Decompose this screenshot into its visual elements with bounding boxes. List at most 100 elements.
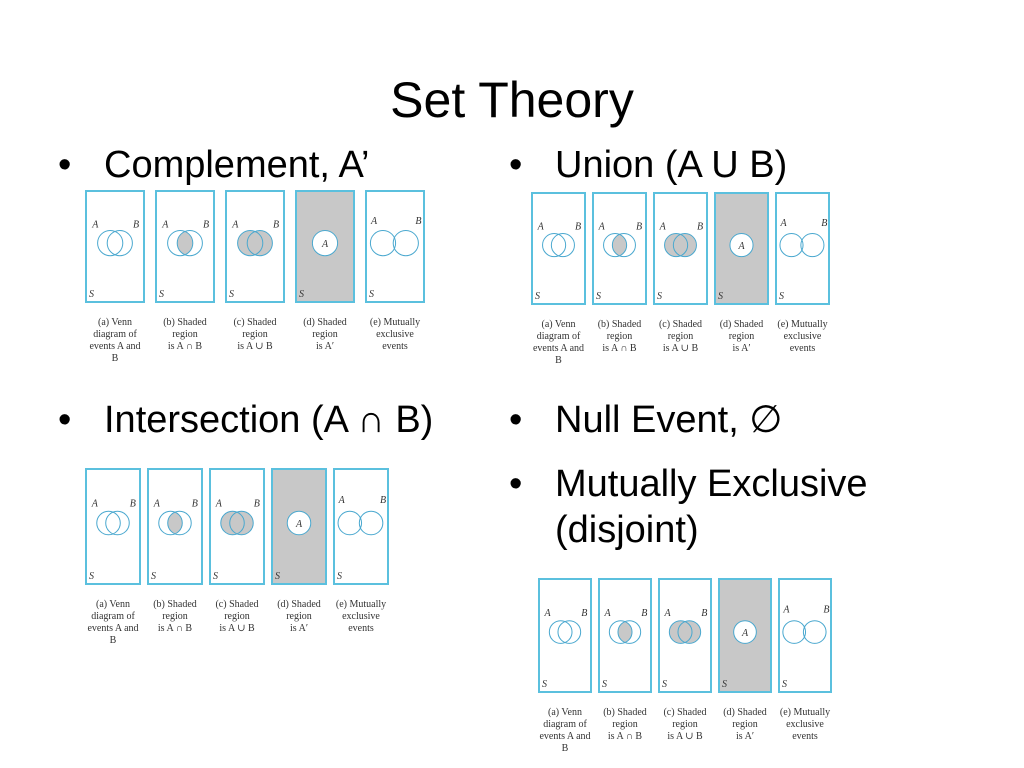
- label-b: B: [821, 218, 827, 229]
- venn-d-complement-diagram: AS: [295, 190, 355, 303]
- label-a: A: [663, 608, 671, 619]
- label-b: B: [581, 608, 587, 619]
- circle-a: [542, 233, 567, 258]
- circle-b: [800, 233, 825, 258]
- venn-frame: [531, 192, 586, 305]
- label-sample-space: S: [369, 289, 374, 300]
- label-sample-space: S: [722, 679, 727, 690]
- circle-a: [97, 230, 124, 257]
- bullet-text: Mutually Exclusive (disjoint): [555, 463, 868, 551]
- label-b: B: [380, 495, 386, 506]
- label-b: B: [130, 499, 136, 510]
- label-a: A: [161, 219, 169, 230]
- venn-caption: (c) Shaded region is A ∪ B: [215, 599, 259, 634]
- label-a: A: [321, 239, 329, 250]
- bullet-text: Null Event, ∅: [555, 399, 783, 441]
- label-a: A: [543, 608, 551, 619]
- label-sample-space: S: [602, 679, 607, 690]
- label-b: B: [697, 221, 703, 232]
- label-sample-space: S: [662, 679, 667, 690]
- label-a: A: [215, 499, 223, 510]
- venn-caption: (c) Shaded region is A ∪ B: [658, 319, 703, 354]
- bullet-text: Complement, A’: [104, 144, 370, 186]
- label-a: A: [370, 216, 378, 227]
- label-sample-space: S: [535, 291, 540, 302]
- label-b: B: [575, 221, 581, 232]
- label-b: B: [415, 216, 421, 227]
- bullet-mutually-exclusive: • Mutually Exclusive (disjoint): [509, 461, 868, 553]
- label-a: A: [659, 221, 667, 232]
- circle-b: [392, 230, 419, 257]
- circle-b: [672, 233, 697, 258]
- label-sample-space: S: [275, 571, 280, 582]
- circle-a: [782, 620, 807, 644]
- circle-b: [550, 233, 575, 258]
- label-sample-space: S: [299, 289, 304, 300]
- label-a: A: [780, 218, 788, 229]
- label-b: B: [273, 219, 279, 230]
- circle-a: [220, 510, 245, 536]
- label-sample-space: S: [89, 571, 94, 582]
- venn-caption: (a) Venn diagram of events A and B: [89, 317, 141, 364]
- venn-caption: (e) Mutually exclusive events: [777, 319, 828, 354]
- label-a: A: [741, 628, 749, 639]
- circle-a: [337, 510, 363, 536]
- circle-b: [176, 230, 203, 257]
- intersection-shade: [167, 511, 183, 535]
- intersection-shade: [612, 233, 627, 257]
- circle-a: [237, 230, 264, 257]
- circle-a: [668, 620, 693, 644]
- venn-frame: [714, 192, 769, 305]
- venn-caption: (b) Shaded region is A ∩ B: [163, 317, 207, 352]
- label-sample-space: S: [596, 291, 601, 302]
- venn-d-complement-diagram: AS: [714, 192, 769, 305]
- venn-caption: (d) Shaded region is A′: [723, 707, 767, 742]
- label-sample-space: S: [229, 289, 234, 300]
- circle-a: [311, 230, 339, 257]
- label-sample-space: S: [782, 679, 787, 690]
- bullet-dot: •: [58, 399, 72, 441]
- venn-caption: (b) Shaded region is A ∩ B: [603, 707, 647, 742]
- label-b: B: [203, 219, 209, 230]
- label-a: A: [91, 499, 99, 510]
- label-a: A: [598, 221, 606, 232]
- venn-caption: (d) Shaded region is A′: [303, 317, 347, 352]
- union-shade-b: [677, 620, 701, 644]
- circle-a: [167, 230, 194, 257]
- circle-a: [729, 233, 754, 258]
- venn-frame: [85, 190, 145, 303]
- label-a: A: [91, 219, 99, 230]
- circle-b: [106, 230, 133, 257]
- circle-a: [733, 620, 757, 644]
- circle-a: [603, 233, 628, 258]
- union-shade-b: [673, 233, 697, 257]
- bullet-dot: •: [509, 399, 523, 441]
- venn-caption: (c) Shaded region is A ∪ B: [663, 707, 707, 742]
- venn-d-complement-panel: A S (d) Shaded region is A′: [718, 578, 772, 755]
- label-sample-space: S: [213, 571, 218, 582]
- circle-b: [229, 510, 254, 536]
- label-sample-space: S: [779, 291, 784, 302]
- label-b: B: [636, 221, 642, 232]
- bullet-complement: • Complement, A’: [58, 142, 369, 188]
- label-a: A: [603, 608, 611, 619]
- circle-a: [286, 510, 312, 536]
- circle-b: [167, 510, 192, 536]
- venn-caption: (c) Shaded region is A ∪ B: [233, 317, 277, 352]
- label-a: A: [338, 495, 346, 506]
